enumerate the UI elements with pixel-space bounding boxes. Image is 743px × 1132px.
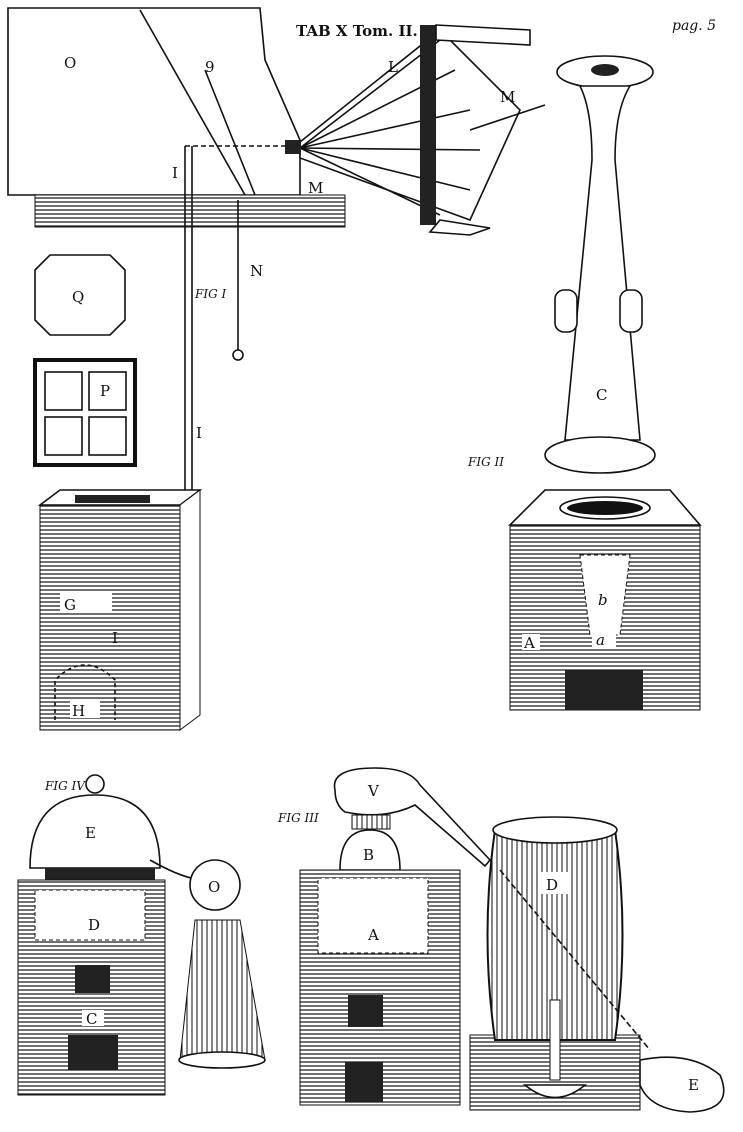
label-C: C — [596, 386, 607, 404]
fig2-apparatus: C FIG II b a A — [467, 55, 702, 711]
label-I-top: I — [172, 164, 178, 182]
fig4-apparatus: FIG IV E D C O — [17, 774, 266, 1096]
label-D-fig4: D — [88, 916, 100, 934]
trumpet-C — [564, 85, 641, 441]
furnace-G — [39, 504, 181, 731]
label-a: a — [596, 631, 605, 649]
fig1-caption: FIG I — [194, 287, 226, 301]
label-A-fig3: A — [367, 926, 379, 944]
vessel-B — [339, 829, 401, 871]
flask-O — [189, 859, 241, 911]
rod-9 — [204, 69, 256, 196]
fig3-apparatus: FIG III V B A D E — [277, 767, 725, 1113]
frame-foot — [428, 219, 491, 236]
fig1-apparatus: O 9 L M M I I N FIG I Q P G H I — [7, 7, 546, 731]
label-9: 9 — [205, 58, 215, 76]
fig2-caption: FIG II — [467, 455, 504, 469]
label-O: O — [64, 54, 76, 72]
label-G: G — [64, 596, 76, 614]
label-E-fig3: E — [688, 1076, 699, 1094]
frame-post — [420, 25, 436, 225]
label-M-top: M — [500, 88, 515, 106]
fig3-caption: FIG III — [277, 811, 319, 825]
label-H: H — [72, 702, 85, 720]
label-A-fig2: A — [523, 634, 535, 652]
label-M-low: M — [308, 179, 323, 197]
handle-right — [619, 289, 643, 333]
dome-knob — [85, 774, 105, 794]
label-L: L — [388, 58, 398, 76]
hinge-rod — [139, 9, 246, 196]
frame-top — [435, 24, 531, 46]
fig4-caption: FIG IV — [44, 779, 86, 793]
spout-basin — [522, 1084, 588, 1099]
nozzle — [285, 140, 301, 154]
shelf — [34, 194, 346, 228]
handle-left — [554, 289, 578, 333]
weight-N — [232, 349, 244, 361]
label-Q: Q — [72, 288, 84, 306]
label-O-fig4: O — [208, 878, 220, 896]
octagon-Q — [34, 254, 126, 336]
label-D-fig3: D — [546, 876, 558, 894]
label-I-inner: I — [112, 629, 118, 647]
label-C-fig4: C — [86, 1010, 97, 1028]
label-N: N — [250, 262, 263, 280]
bellows-fan — [299, 28, 521, 222]
dome-E — [29, 794, 161, 869]
label-E-fig4: E — [85, 824, 96, 842]
fire-door — [565, 670, 643, 710]
page-number: pag. 5 — [672, 18, 716, 34]
receiver-E — [639, 1056, 725, 1113]
furnace-G-side — [179, 489, 201, 731]
label-P: P — [100, 382, 110, 400]
retort-V — [333, 767, 492, 868]
trumpet-base — [544, 436, 656, 474]
bucket — [179, 919, 266, 1061]
label-B: B — [363, 846, 374, 864]
label-V: V — [367, 782, 380, 800]
label-b: b — [598, 591, 608, 609]
plate-title: TAB X Tom. II. — [296, 22, 418, 40]
handle-M — [469, 104, 546, 131]
label-I-low: I — [196, 424, 202, 442]
